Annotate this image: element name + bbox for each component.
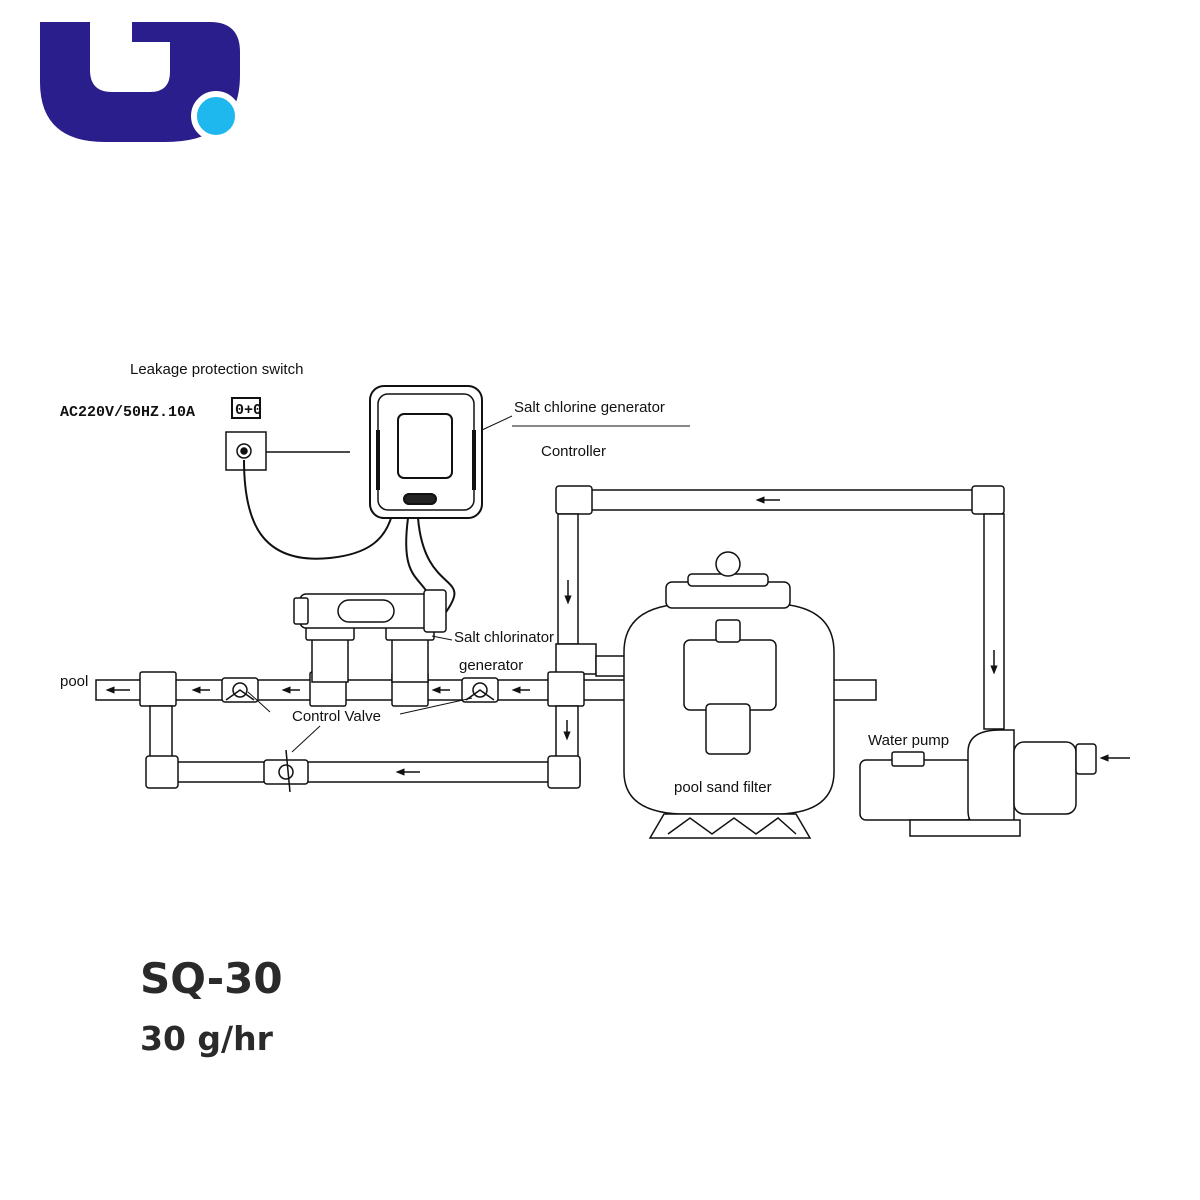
logo-dot xyxy=(191,91,241,141)
power-cable xyxy=(243,459,393,560)
controller-unit xyxy=(369,385,483,519)
switch-symbol: 0+0 xyxy=(235,402,262,419)
return-pipe xyxy=(555,485,1005,730)
controller-cable-2 xyxy=(417,517,456,621)
water-pump xyxy=(859,729,1097,837)
pool-label: pool xyxy=(60,673,88,690)
power-spec-label: AC220V/50HZ.10A xyxy=(60,404,195,421)
controller-label: Controller xyxy=(541,443,606,460)
brand-logo xyxy=(40,22,241,142)
chlorinator-label-line2: generator xyxy=(459,657,523,674)
generator-title-label: Salt chlorine generator xyxy=(514,399,665,416)
chlorinator-label-line1: Salt chlorinator xyxy=(454,629,554,646)
leakage-switch-box xyxy=(225,431,267,471)
leakage-switch-label: Leakage protection switch xyxy=(130,361,303,378)
logo-shape xyxy=(40,22,240,142)
control-valve-2 xyxy=(461,677,499,703)
switch-symbol-box: 0+0 xyxy=(231,397,262,419)
model-name: SQ-30 xyxy=(140,954,283,1003)
control-valve-3 xyxy=(263,749,309,793)
chlorinator-cell xyxy=(293,589,447,683)
sand-filter-label: pool sand filter xyxy=(674,779,772,796)
sand-filter xyxy=(623,551,835,839)
water-pump-label: Water pump xyxy=(868,732,949,749)
control-valve-label: Control Valve xyxy=(292,708,381,725)
control-valve-1 xyxy=(221,677,259,703)
model-rate: 30 g/hr xyxy=(140,1019,273,1058)
